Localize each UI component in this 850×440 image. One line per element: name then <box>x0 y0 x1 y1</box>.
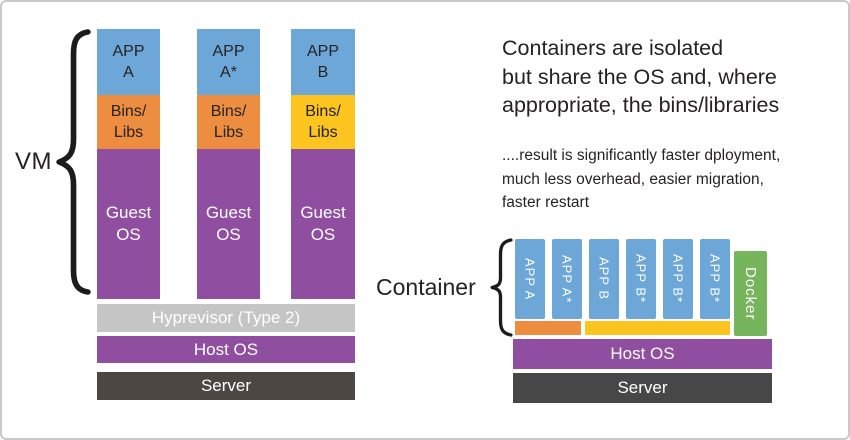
container-app-bar-5: APP B* <box>663 239 693 319</box>
container-app-label-4: APP B* <box>633 254 649 304</box>
container-app-label-5: APP B* <box>670 254 686 304</box>
docker-bar: Docker <box>734 251 767 336</box>
container-app-bar-2: APP A* <box>552 239 582 319</box>
vm3-guest-os-segment: Guest OS <box>291 149 355 299</box>
docker-label: Docker <box>742 266 759 321</box>
vm3-guest-os-label: Guest OS <box>300 202 346 244</box>
server-bar-right: Server <box>513 373 772 403</box>
vm2-app-segment: APP A* <box>197 29 260 95</box>
vm-column-2: APP A* Bins/ Libs Guest OS <box>197 29 260 299</box>
container-app-label-3: APP B <box>596 257 612 301</box>
vm2-bins-label: Bins/ Libs <box>210 102 247 141</box>
container-label: Container <box>376 274 476 300</box>
vm-label: VM <box>15 148 52 175</box>
hypervisor-bar: Hyprevisor (Type 2) <box>97 304 355 332</box>
vm1-app-segment: APP A <box>97 29 160 95</box>
container-brace-icon <box>490 238 513 337</box>
vm2-app-label: APP A* <box>212 42 245 81</box>
vm3-bins-segment: Bins/ Libs <box>291 95 355 149</box>
container-app-label-1: APP A <box>522 257 538 301</box>
vm3-bins-label: Bins/ Libs <box>305 102 341 141</box>
vm1-bins-segment: Bins/ Libs <box>97 95 160 149</box>
vm-brace-icon <box>56 29 91 295</box>
container-app-bar-3: APP B <box>589 239 619 319</box>
vm2-guest-os-segment: Guest OS <box>197 149 260 299</box>
vm1-app-label: APP A <box>112 42 145 81</box>
container-apps-row: APP A APP A* APP B APP B* APP B* APP B* <box>515 239 730 319</box>
vm1-guest-os-label: Guest OS <box>105 202 152 244</box>
host-os-bar-right: Host OS <box>513 339 772 369</box>
server-bar-left: Server <box>97 372 355 400</box>
vm1-guest-os-segment: Guest OS <box>97 149 160 299</box>
host-os-bar-left: Host OS <box>97 336 355 363</box>
vm1-bins-label: Bins/ Libs <box>110 102 147 141</box>
bins-strip-yellow <box>585 321 730 335</box>
container-app-bar-1: APP A <box>515 239 545 319</box>
vm3-app-label: APP B <box>306 42 339 81</box>
vm2-guest-os-label: Guest OS <box>205 202 252 244</box>
vm-column-3: APP B Bins/ Libs Guest OS <box>291 29 355 299</box>
vm3-app-segment: APP B <box>291 29 355 95</box>
vm2-bins-segment: Bins/ Libs <box>197 95 260 149</box>
vm-column-1: APP A Bins/ Libs Guest OS <box>97 29 160 299</box>
container-app-label-6: APP B* <box>707 254 723 304</box>
container-app-bar-6: APP B* <box>700 239 730 319</box>
bins-strip-orange <box>515 321 581 335</box>
heading-text: Containers are isolated but share the OS… <box>502 36 780 117</box>
container-app-bar-4: APP B* <box>626 239 656 319</box>
container-app-label-2: APP A* <box>559 254 575 304</box>
details-text: ....result is significantly faster dploy… <box>502 147 781 211</box>
